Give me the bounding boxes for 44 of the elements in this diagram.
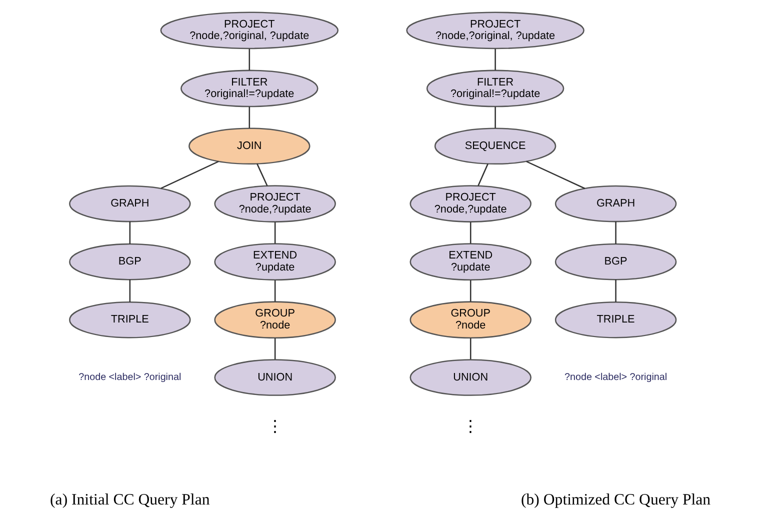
connector bbox=[129, 280, 131, 302]
node-ellipse: BGP bbox=[69, 243, 191, 280]
node-ellipse: PROJECT ?node,?original, ?update bbox=[160, 12, 339, 50]
connector bbox=[248, 48, 250, 70]
node-ellipse: FILTER ?original!=?update bbox=[426, 70, 564, 108]
connector bbox=[494, 106, 496, 128]
node-ellipse: PROJECT ?node,?update bbox=[410, 185, 532, 222]
node-ellipse: FILTER ?original!=?update bbox=[180, 70, 318, 108]
node-label: ?node <label> ?original bbox=[564, 372, 668, 383]
label: ⋮ bbox=[267, 418, 284, 436]
connector bbox=[274, 280, 276, 302]
connector bbox=[129, 222, 131, 244]
node-ellipse: UNION bbox=[410, 359, 532, 396]
connector bbox=[470, 222, 472, 244]
connector bbox=[615, 280, 616, 302]
node-ellipse: GRAPH bbox=[554, 185, 677, 222]
node-ellipse: PROJECT ?node,?original, ?update bbox=[406, 12, 584, 50]
node-ellipse: GRAPH bbox=[69, 185, 191, 222]
connector bbox=[526, 160, 586, 190]
label: (a) Initial CC Query Plan bbox=[50, 492, 210, 509]
connector bbox=[256, 164, 268, 186]
node-ellipse: EXTEND ?update bbox=[214, 243, 336, 280]
node-ellipse: PROJECT ?node,?update bbox=[214, 185, 336, 222]
node-ellipse: SEQUENCE bbox=[434, 128, 556, 165]
connector bbox=[470, 338, 472, 360]
node-ellipse: BGP bbox=[554, 243, 677, 280]
connector bbox=[478, 164, 488, 186]
connector bbox=[470, 280, 472, 302]
node-ellipse: TRIPLE bbox=[554, 301, 677, 338]
connector bbox=[248, 106, 250, 128]
node-ellipse: JOIN bbox=[188, 128, 310, 165]
connector bbox=[160, 160, 219, 189]
label: ⋮ bbox=[462, 418, 479, 436]
connector bbox=[494, 48, 496, 70]
node-label: ?node <label> ?original bbox=[78, 372, 182, 383]
label: (b) Optimized CC Query Plan bbox=[521, 492, 711, 509]
node-ellipse: GROUP ?node bbox=[410, 301, 532, 339]
node-ellipse: TRIPLE bbox=[69, 301, 191, 338]
connector bbox=[274, 222, 276, 244]
node-ellipse: UNION bbox=[214, 359, 336, 396]
connector bbox=[274, 338, 276, 360]
node-ellipse: GROUP ?node bbox=[214, 301, 336, 339]
node-ellipse: EXTEND ?update bbox=[410, 243, 532, 280]
connector bbox=[615, 222, 616, 244]
